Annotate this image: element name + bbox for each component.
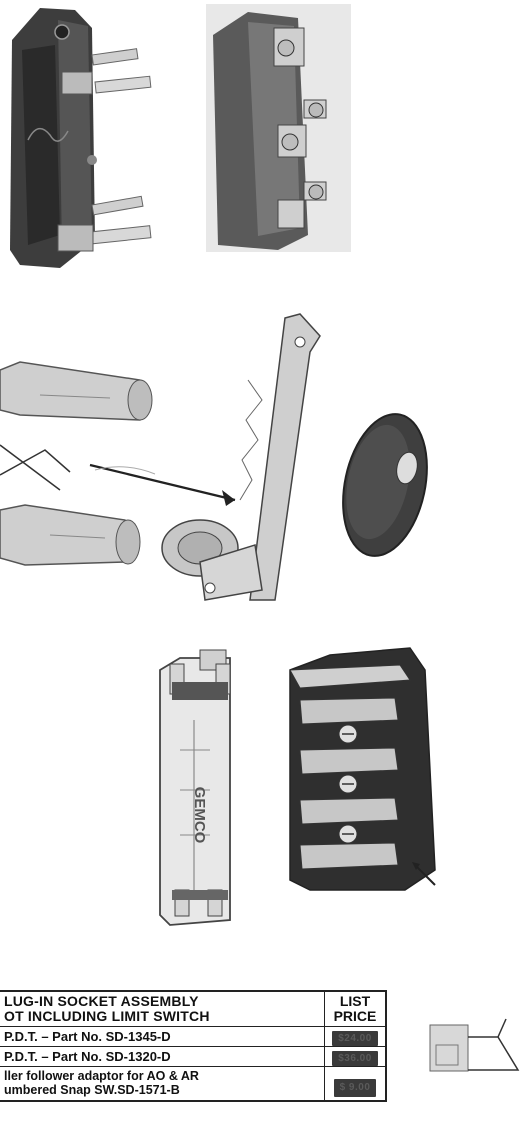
row-price-cell: $36.00 — [324, 1046, 387, 1067]
price-table: LUG-IN SOCKET ASSEMBLY OT INCLUDING LIMI… — [0, 990, 387, 1102]
row-price: $ 9.00 — [333, 1078, 377, 1097]
gemco-brand-label: GEMCO — [191, 787, 208, 844]
table-row: P.D.T. – Part No. SD-1320-D $36.00 — [0, 1046, 387, 1067]
table-row: P.D.T. – Part No. SD-1345-D $24.00 — [0, 1026, 387, 1047]
table-header-price: LIST PRICE — [324, 990, 387, 1027]
row-description-line-2: umbered Snap SW.SD-1571-B — [4, 1083, 180, 1098]
adaptor-sketch — [429, 1018, 520, 1072]
row-description: ller follower adaptor for AO & AR umbere… — [0, 1066, 325, 1101]
limit-switch-illustration-right — [206, 4, 351, 252]
row-price: $24.00 — [332, 1030, 378, 1046]
roller-lever-exploded-illustration — [0, 313, 428, 601]
row-description-line-1: ller follower adaptor for AO & AR — [4, 1069, 199, 1084]
price-header-line-2: PRICE — [333, 1008, 377, 1024]
table-header-description: LUG-IN SOCKET ASSEMBLY OT INCLUDING LIMI… — [0, 990, 325, 1027]
row-price-cell: $24.00 — [324, 1026, 387, 1047]
plug-in-socket-illustration: GEMCO — [159, 647, 436, 926]
row-description: P.D.T. – Part No. SD-1345-D — [0, 1026, 325, 1047]
row-price: $36.00 — [332, 1050, 378, 1066]
price-header-line-1: LIST — [339, 993, 371, 1009]
row-description: P.D.T. – Part No. SD-1320-D — [0, 1046, 325, 1067]
header-line-2: OT INCLUDING LIMIT SWITCH — [4, 1008, 210, 1024]
table-header-row: LUG-IN SOCKET ASSEMBLY OT INCLUDING LIMI… — [0, 990, 387, 1027]
row-price-cell: $ 9.00 — [324, 1066, 387, 1101]
header-line-1: LUG-IN SOCKET ASSEMBLY — [4, 993, 199, 1009]
limit-switch-illustration-left — [10, 8, 152, 268]
table-row: ller follower adaptor for AO & AR umbere… — [0, 1066, 387, 1101]
